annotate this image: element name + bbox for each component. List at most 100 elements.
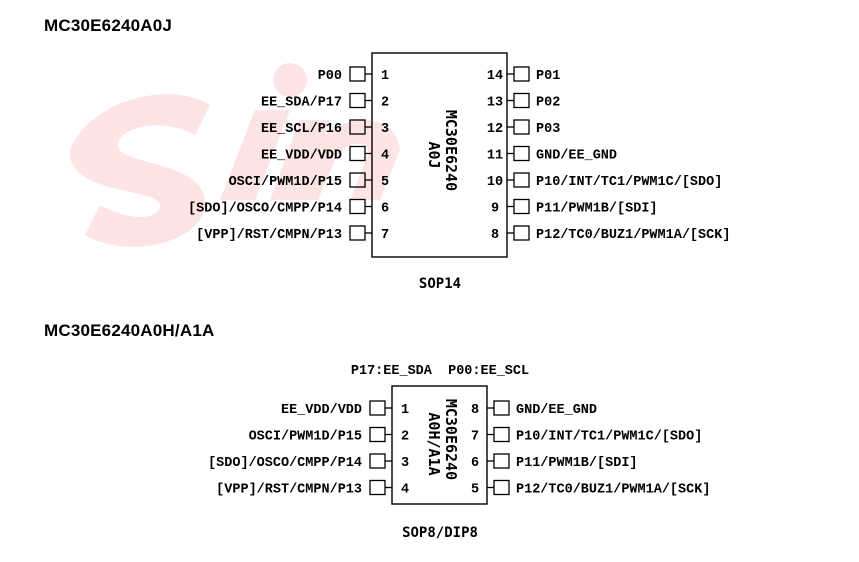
- pin-pad: [369, 400, 386, 416]
- chip-marking: MC30E6240 A0J: [425, 110, 460, 200]
- pin: P10/INT/TC1/PWM1C/[SDO] 7: [471, 426, 702, 445]
- pin-name: EE_SCL/P16: [261, 122, 342, 137]
- pin: EE_SDA/P17 2: [261, 92, 389, 111]
- pin-note: P17:EE_SDA P00:EE_SCL: [351, 364, 529, 379]
- pin: [SDO]/OSCO/CMPP/P14 6: [188, 198, 389, 217]
- pin-name: [VPP]/RST/CMPN/P13: [216, 483, 362, 498]
- pin: P12/TC0/BUZ1/PWM1A/[SCK] 5: [471, 479, 710, 498]
- section-title-sop8: MC30E6240A0H/A1A: [44, 321, 215, 340]
- pin-name: P10/INT/TC1/PWM1C/[SDO]: [516, 430, 702, 445]
- pin-number: 6: [471, 456, 479, 471]
- chip-marking-line: MC30E6240: [442, 110, 460, 191]
- pin-name: GND/EE_GND: [516, 403, 597, 418]
- pin-name: [SDO]/OSCO/CMPP/P14: [188, 202, 342, 217]
- pin-name: P11/PWM1B/[SDI]: [536, 202, 658, 217]
- pin: EE_VDD/VDD 4: [261, 145, 389, 164]
- pin-pad: [513, 119, 530, 135]
- pin-pad: [513, 172, 530, 188]
- pin-number: 12: [487, 122, 503, 137]
- pin: P03 12: [487, 119, 560, 137]
- pin-number: 4: [401, 483, 409, 498]
- pin: [VPP]/RST/CMPN/P13 7: [196, 225, 389, 243]
- pin-pad: [513, 145, 530, 162]
- pin-number: 8: [491, 228, 499, 243]
- pin-pad: [513, 225, 530, 241]
- pin: P10/INT/TC1/PWM1C/[SDO] 10: [487, 172, 722, 190]
- pin-name: P02: [536, 96, 560, 111]
- pin-name: EE_VDD/VDD: [261, 149, 342, 164]
- pin-pad: [349, 145, 366, 162]
- pin: P11/PWM1B/[SDI] 9: [491, 198, 658, 217]
- pin-number: 5: [471, 483, 479, 498]
- chip-marking-line: MC30E6240: [442, 399, 460, 480]
- package-label: SOP8/DIP8: [402, 525, 478, 541]
- chip-sop8: P17:EE_SDA P00:EE_SCL MC30E6240 A0H/A1A …: [208, 364, 710, 541]
- pin-name: [SDO]/OSCO/CMPP/P14: [208, 456, 362, 471]
- chip-body: [371, 52, 508, 258]
- pin-number: 8: [471, 403, 479, 418]
- pin: GND/EE_GND 8: [471, 400, 597, 418]
- pin-name: P00: [318, 69, 342, 84]
- pin: GND/EE_GND 11: [487, 145, 617, 164]
- pin: P00 1: [318, 66, 389, 84]
- pin-number: 3: [381, 122, 389, 137]
- pin: OSCI/PWM1D/P15 5: [229, 172, 389, 190]
- left-pins: P00 1EE_SDA/P17 2EE_SCL/P16 3EE_VDD/VDD 4OSC…: [188, 66, 389, 243]
- pin-name: P03: [536, 122, 560, 137]
- pin-number: 3: [401, 456, 409, 471]
- pin-number: 7: [471, 430, 479, 445]
- chip-body: [391, 385, 488, 505]
- pin-pad: [349, 225, 366, 241]
- pin: [VPP]/RST/CMPN/P13 4: [216, 479, 409, 498]
- pin-pad: [349, 66, 366, 82]
- pin-number: 1: [401, 403, 409, 418]
- pin-number: 4: [381, 149, 389, 164]
- pin-name: P11/PWM1B/[SDI]: [516, 456, 638, 471]
- chip-sop14: MC30E6240 A0J P00 1EE_SDA/P17 2EE_SCL/P16 3…: [188, 52, 730, 292]
- pin-pad: [513, 66, 530, 82]
- chip-marking-line: A0H/A1A: [425, 412, 443, 475]
- pin-name: [VPP]/RST/CMPN/P13: [196, 228, 342, 243]
- chip-marking: MC30E6240 A0H/A1A: [425, 399, 460, 489]
- pin-name: EE_SDA/P17: [261, 96, 342, 111]
- pin-pad: [493, 426, 510, 443]
- pin-number: 14: [487, 69, 503, 84]
- pin-pad: [369, 479, 386, 496]
- pin-pad: [349, 92, 366, 109]
- pin: P11/PWM1B/[SDI] 6: [471, 453, 638, 471]
- pin-pad: [369, 426, 386, 443]
- pin-number: 13: [487, 96, 503, 111]
- pin: [SDO]/OSCO/CMPP/P14 3: [208, 453, 409, 471]
- pin-number: 6: [381, 202, 389, 217]
- pin-number: 2: [381, 96, 389, 111]
- pin-number: 1: [381, 69, 389, 84]
- pin-pad: [493, 479, 510, 496]
- pin-number: 9: [491, 202, 499, 217]
- pin: P12/TC0/BUZ1/PWM1A/[SCK] 8: [491, 225, 730, 243]
- pin-name: P12/TC0/BUZ1/PWM1A/[SCK]: [516, 483, 710, 498]
- pin-number: 11: [487, 149, 503, 164]
- pin-pad: [493, 400, 510, 416]
- pin-pad: [493, 453, 510, 469]
- pin-pad: [513, 92, 530, 109]
- pin: P01 14: [487, 66, 560, 84]
- pin-name: P12/TC0/BUZ1/PWM1A/[SCK]: [536, 228, 730, 243]
- pin-number: 10: [487, 175, 503, 190]
- pin-name: GND/EE_GND: [536, 149, 617, 164]
- pin: EE_VDD/VDD 1: [281, 400, 409, 418]
- pin-pad: [369, 453, 386, 469]
- pin-pad: [513, 198, 530, 215]
- pin-name: P10/INT/TC1/PWM1C/[SDO]: [536, 175, 722, 190]
- pin-name: EE_VDD/VDD: [281, 403, 362, 418]
- pin-number: 7: [381, 228, 389, 243]
- pin-number: 5: [381, 175, 389, 190]
- pin-name: OSCI/PWM1D/P15: [229, 175, 342, 190]
- pin-number: 2: [401, 430, 409, 445]
- pin-name: P01: [536, 69, 560, 84]
- package-label: SOP14: [419, 276, 461, 292]
